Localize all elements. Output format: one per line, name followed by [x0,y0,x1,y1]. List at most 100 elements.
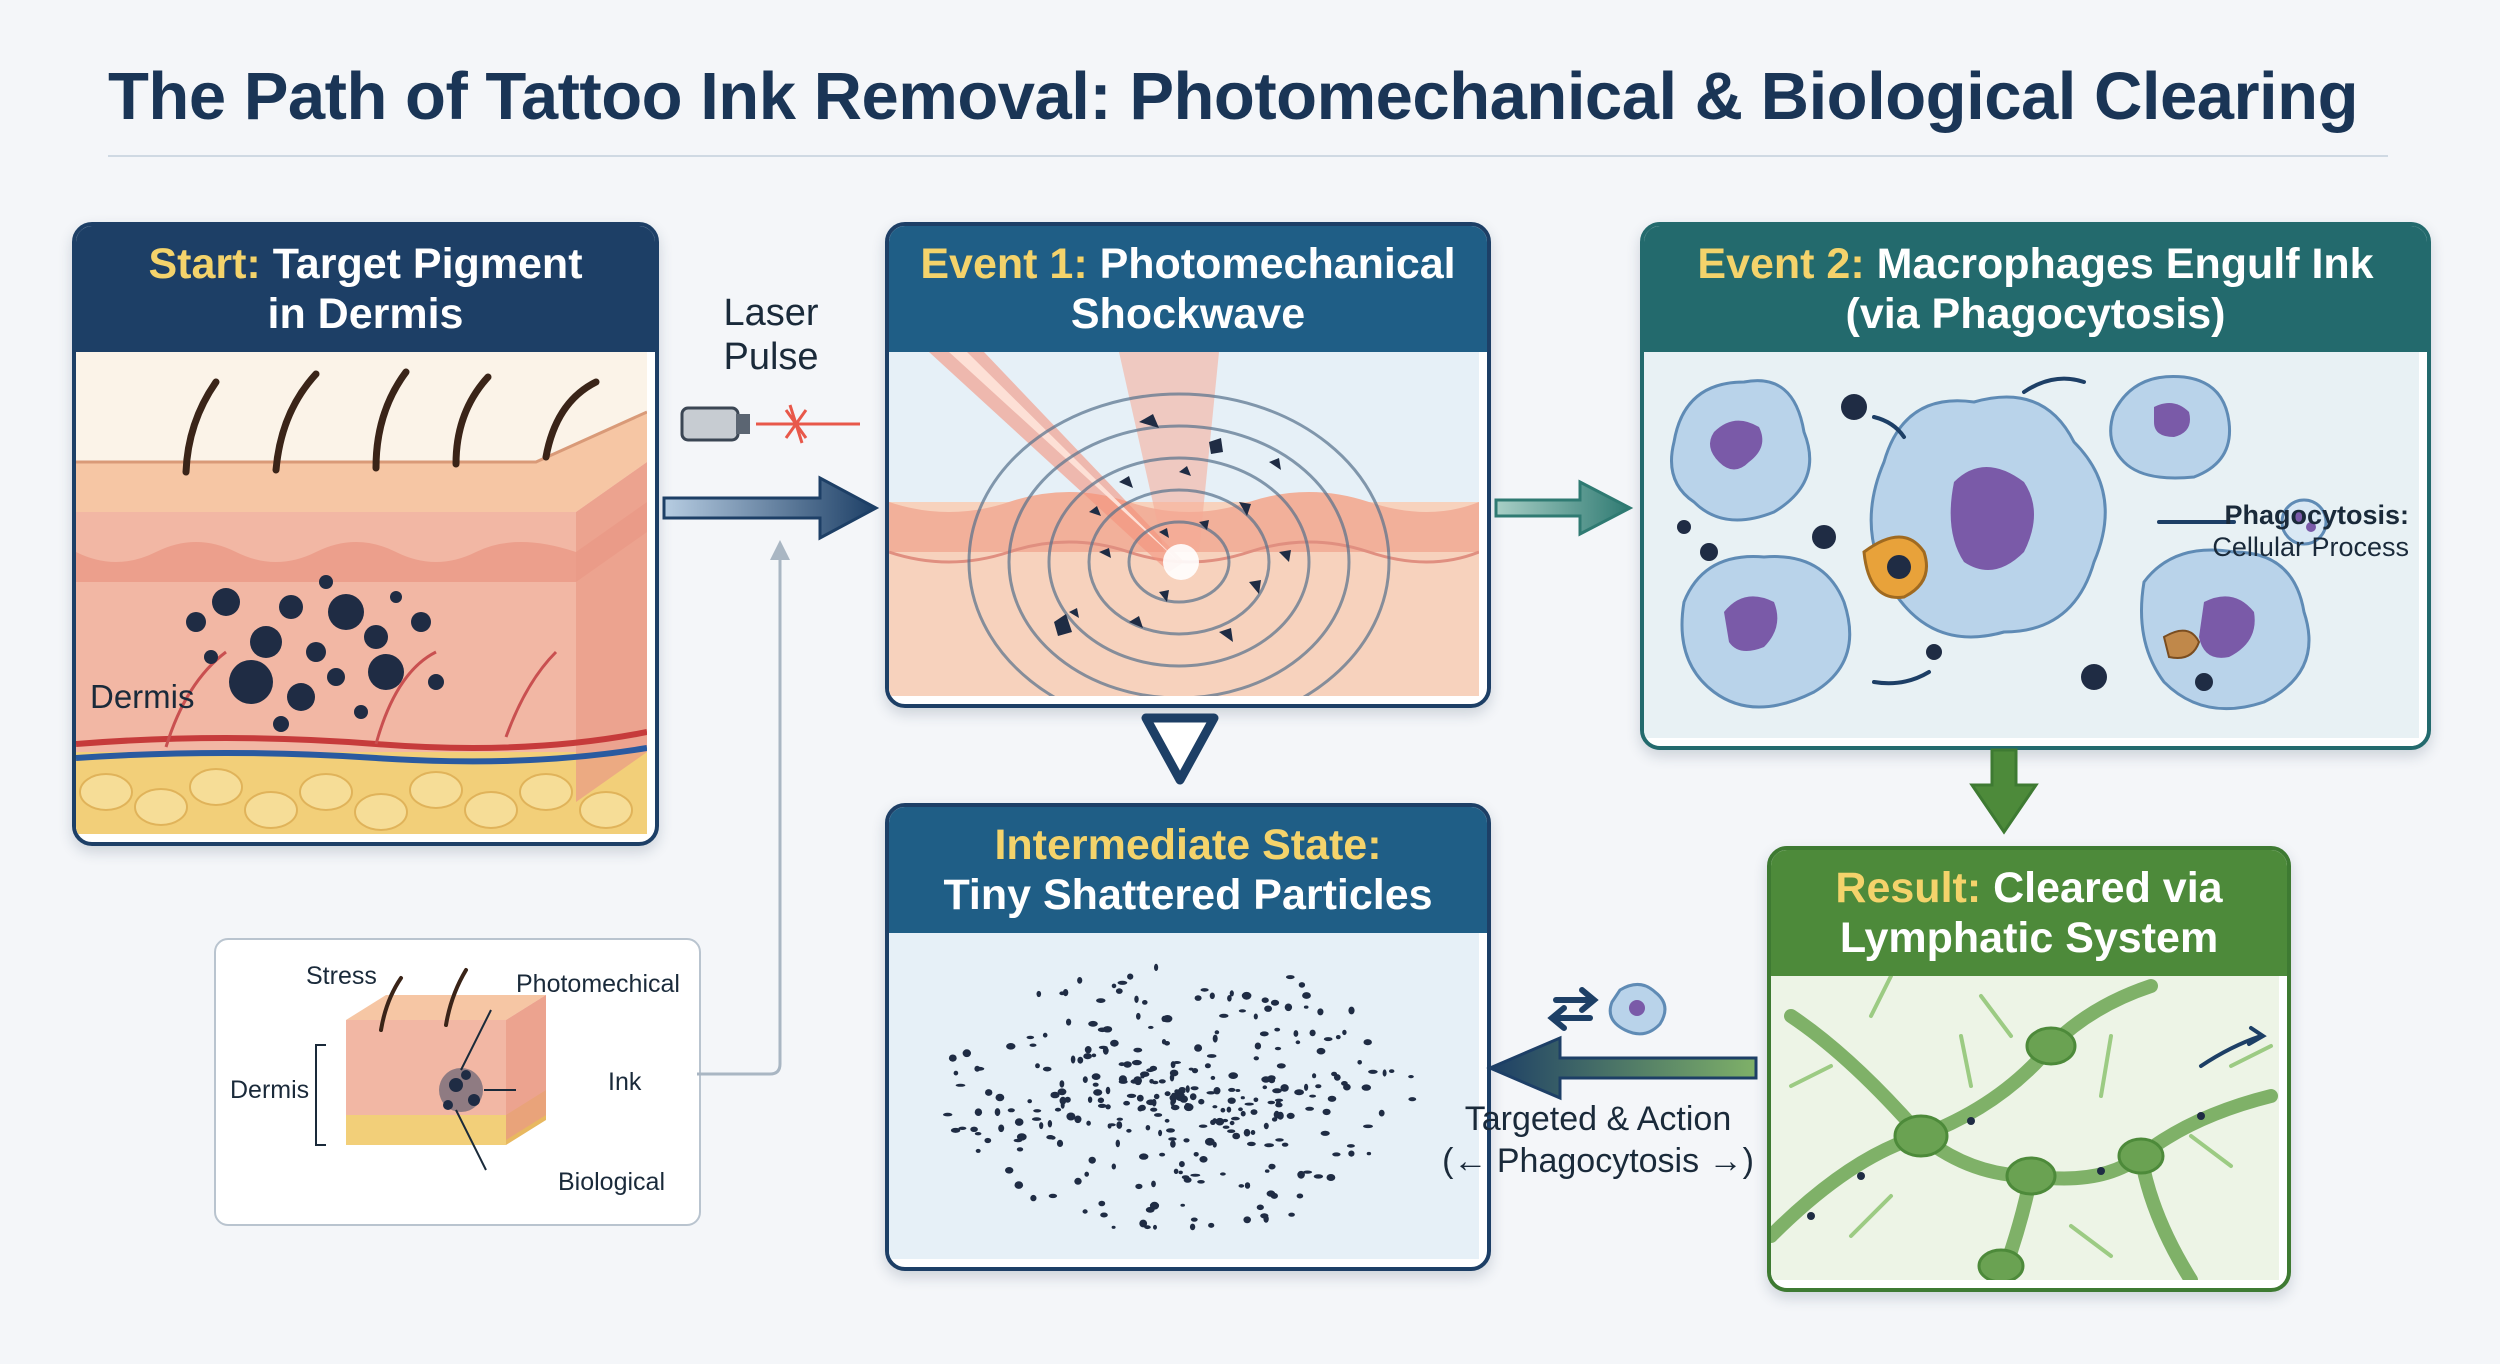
ink-particle [1035,1063,1040,1069]
ink-particle [1262,1085,1268,1090]
ink-particle [1219,1013,1229,1018]
ink-particle [1050,1135,1056,1140]
arrow-event2-to-result [1969,748,2039,835]
ink-particle [1264,1169,1270,1173]
ink-particle [1280,1084,1289,1092]
ink-particle [1027,1099,1032,1104]
swap-arrows-icon [1547,987,1599,1031]
ink-particle [1199,1156,1208,1163]
ink-particle [1238,1009,1246,1013]
ink-particle [1016,1147,1024,1152]
ink-particle [1097,1103,1107,1108]
ink-particle [995,1093,1005,1102]
ink-particle [1169,1074,1175,1082]
ink-particle [1333,1074,1341,1081]
ink-particle [1115,1139,1120,1148]
ink-particle [1363,1124,1373,1129]
event2-keyword: Event 2: [1697,240,1865,288]
ink-particle [1274,1027,1281,1032]
ink-particle [1153,1224,1157,1230]
ink-particle [1092,1082,1099,1087]
ink-particle [1007,1108,1015,1113]
ink-particle [953,1070,959,1076]
ink-particle [1145,1206,1155,1213]
ink-particle [1064,1096,1071,1103]
ink-particle [1229,990,1234,997]
ink-particle [1170,1140,1176,1148]
intermediate-panel-header: Intermediate State: Tiny Shattered Parti… [889,807,1487,933]
ink-particle [1105,1086,1111,1095]
ink-particle [1123,1061,1132,1068]
ink-particle [1179,1161,1185,1168]
ink-particle [1151,1098,1157,1107]
ink-particle [1256,1204,1264,1211]
ink-particle [1016,1133,1027,1141]
ink-particle [1030,1194,1037,1202]
ink-particle [1111,1163,1116,1170]
ink-particle [1317,1008,1324,1016]
ink-particle [974,1065,980,1072]
ink-particle [1005,1167,1014,1174]
ink-particle [1232,1132,1241,1140]
ink-particle [1134,995,1139,1003]
ink-particle [1150,1107,1158,1112]
ink-particle [1260,1213,1269,1219]
ink-particle [994,1108,1001,1117]
ink-particle [1286,975,1295,980]
ink-particle [1116,1121,1123,1129]
ink-particle [1357,1060,1362,1065]
ink-particle [1348,1006,1355,1015]
ink-particle [1194,1044,1203,1052]
ink-particle [1240,1110,1246,1117]
arrow-start-to-event1 [662,475,880,541]
ink-particle [1191,1068,1199,1074]
arrow-event1-to-intermediate [1141,713,1219,785]
ink-particle [1190,1173,1201,1177]
ink-particle [975,1148,981,1153]
ink-particle [1098,1045,1108,1050]
ink-particle [943,1112,953,1117]
ink-particle [1227,1097,1236,1104]
ink-particle [1153,1093,1160,1100]
result-title-line1: Cleared via [1993,864,2223,912]
ink-particle [1096,998,1106,1003]
result-keyword: Result: [1835,864,1982,912]
ink-particle [1177,1093,1184,1098]
ink-particle [1042,1066,1052,1072]
ink-particle [1031,1117,1042,1121]
ink-particle [1309,1029,1316,1037]
laser-emitter-icon [680,404,860,444]
ink-particle [1276,1063,1286,1069]
ink-particle [1173,1168,1179,1174]
ink-particle [1243,1128,1251,1137]
start-panel-header: Start: Target Pigment in Dermis [76,226,655,352]
event1-title-line1: Photomechanical [1099,240,1456,288]
ink-particle [1316,1047,1326,1055]
ink-particle [1158,1129,1163,1137]
ink-particle [1327,1095,1337,1102]
return-arrow-label: Targeted & Action (← Phagocytosis →) [1438,1098,1758,1182]
page-title: The Path of Tattoo Ink Removal: Photomec… [108,59,2359,134]
inset-ink-label: Ink [608,1068,642,1096]
ink-particle [1185,1103,1190,1107]
ink-particle [1253,1013,1258,1020]
ink-particle [1297,1170,1305,1179]
ink-particle [1077,1056,1084,1064]
ink-particle [1062,989,1069,997]
ink-particle [1014,1181,1024,1189]
ink-particle [1209,992,1215,1000]
ink-particle [1302,1170,1313,1174]
ink-particle [1254,1042,1262,1050]
ink-particle [1229,1120,1235,1126]
ink-particle [1366,1151,1372,1156]
ink-particle [1215,1117,1225,1126]
ink-particle [1047,1120,1053,1128]
ink-particle [1200,988,1209,992]
ink-particle [1056,1139,1064,1147]
ink-particle [1074,1115,1082,1124]
ink-particle [962,1049,971,1058]
ink-particle [1066,1018,1072,1026]
ink-particle [1284,1003,1293,1012]
start-title-line1: Target Pigment [272,240,583,288]
ink-particle [1139,1219,1148,1228]
